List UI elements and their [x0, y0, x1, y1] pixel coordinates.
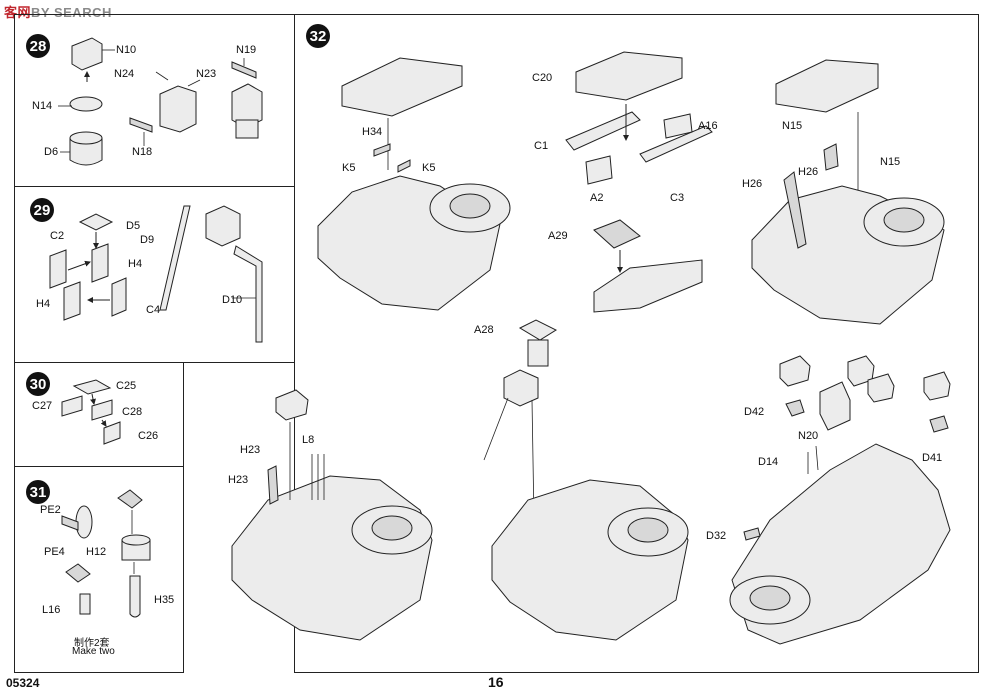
step-28-parts [58, 37, 263, 166]
label-pe4: PE4 [44, 546, 65, 558]
step-29-badge: 29 [30, 198, 54, 222]
label-n10: N10 [116, 44, 137, 56]
label-n18: N18 [132, 146, 153, 158]
label-c2: C2 [50, 230, 65, 242]
label-h26-left: H26 [742, 178, 763, 190]
step-31-badge: 31 [26, 480, 50, 504]
label-h23-lower: H23 [228, 474, 249, 486]
label-n15-right: N15 [880, 156, 901, 168]
label-h35: H35 [154, 594, 175, 606]
label-h4-upper: H4 [128, 258, 143, 270]
step-31-panel [14, 466, 184, 673]
step-32-subassembly-parts [565, 51, 713, 313]
watermark-char-1: 客 [4, 5, 18, 20]
label-a28: A28 [474, 324, 494, 336]
label-a16: A16 [698, 120, 718, 132]
label-c4: C4 [146, 304, 161, 316]
label-c28: C28 [122, 406, 143, 418]
step-29-parts [49, 205, 263, 343]
watermark-text: BY SEARCH [31, 5, 112, 20]
step-32-deck-assembly-1 [317, 57, 511, 311]
label-c3: C3 [670, 192, 685, 204]
label-l16: L16 [42, 604, 61, 616]
label-n19: N19 [236, 44, 257, 56]
label-h34: H34 [362, 126, 383, 138]
label-n24: N24 [114, 68, 135, 80]
label-a29: A29 [548, 230, 568, 242]
label-d14: D14 [758, 456, 779, 468]
label-c20: C20 [532, 72, 553, 84]
make-two-note-en: Make two [72, 646, 115, 657]
label-c26: C26 [138, 430, 159, 442]
label-pe2: PE2 [40, 504, 61, 516]
label-h26-middle: H26 [798, 166, 819, 178]
label-d6: D6 [44, 146, 59, 158]
step-32-deck-assembly-5 [729, 355, 951, 645]
step-32-deck-assembly-2 [751, 59, 945, 325]
label-d41: D41 [922, 452, 943, 464]
label-k5-right: K5 [422, 162, 436, 174]
label-n20: N20 [798, 430, 819, 442]
label-h4-lower: H4 [36, 298, 51, 310]
label-d42: D42 [744, 406, 765, 418]
label-n15-left: N15 [782, 120, 803, 132]
label-a2: A2 [590, 192, 604, 204]
label-d9: D9 [140, 234, 155, 246]
step-32-deck-assembly-3 [231, 389, 433, 641]
label-h12: H12 [86, 546, 107, 558]
label-c1: C1 [534, 140, 549, 152]
kit-code: 05324 [6, 676, 40, 690]
step-28-badge: 28 [26, 34, 50, 58]
label-k5-left: K5 [342, 162, 356, 174]
label-h23-upper: H23 [240, 444, 261, 456]
label-d5: D5 [126, 220, 141, 232]
label-n23: N23 [196, 68, 217, 80]
label-c25: C25 [116, 380, 137, 392]
step-30-badge: 30 [26, 372, 50, 396]
step-30-parts [61, 379, 121, 445]
label-d10: D10 [222, 294, 243, 306]
watermark-char-2: 网 [17, 5, 32, 20]
page-number: 16 [488, 674, 504, 690]
label-n14: N14 [32, 100, 53, 112]
label-l8: L8 [302, 434, 315, 446]
step-32-panel [294, 14, 979, 673]
label-d32: D32 [706, 530, 727, 542]
step-31-parts [61, 489, 151, 618]
make-two-note-cn: 制作2套 [74, 638, 110, 649]
step-32-badge: 32 [306, 24, 330, 48]
watermark: 客网BY SEARCH [4, 2, 112, 21]
label-c27: C27 [32, 400, 53, 412]
step-32-deck-assembly-4 [483, 319, 689, 641]
